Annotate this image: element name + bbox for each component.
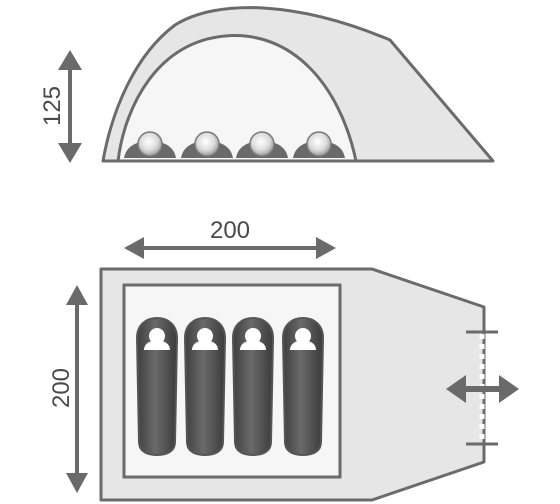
width-label: 200 — [210, 217, 250, 244]
side-view-occupant — [293, 131, 345, 158]
arrow-up-icon — [66, 285, 88, 305]
height-label: 125 — [39, 86, 66, 126]
length-label: 200 — [48, 368, 75, 408]
width-dimension: 200 — [124, 217, 336, 259]
arrow-down-icon — [58, 143, 82, 163]
arrow-left-icon — [124, 237, 144, 259]
sleeping-bag — [183, 316, 227, 457]
height-dimension: 125 — [39, 50, 82, 163]
top-view — [99, 267, 519, 502]
side-view-occupant — [124, 131, 176, 158]
side-view-occupant — [181, 131, 233, 158]
arrow-right-icon — [316, 237, 336, 259]
side-view — [101, 6, 495, 163]
arrow-down-icon — [66, 473, 88, 493]
sleeping-bag — [135, 316, 179, 457]
side-view-occupant — [236, 131, 288, 158]
length-dimension: 200 — [48, 285, 88, 493]
side-view-inner-tent — [116, 34, 358, 163]
arrow-up-icon — [58, 50, 82, 70]
sleeping-bag — [281, 316, 325, 457]
entrance-arrow-icon — [446, 375, 519, 403]
sleeping-bag — [231, 316, 275, 457]
